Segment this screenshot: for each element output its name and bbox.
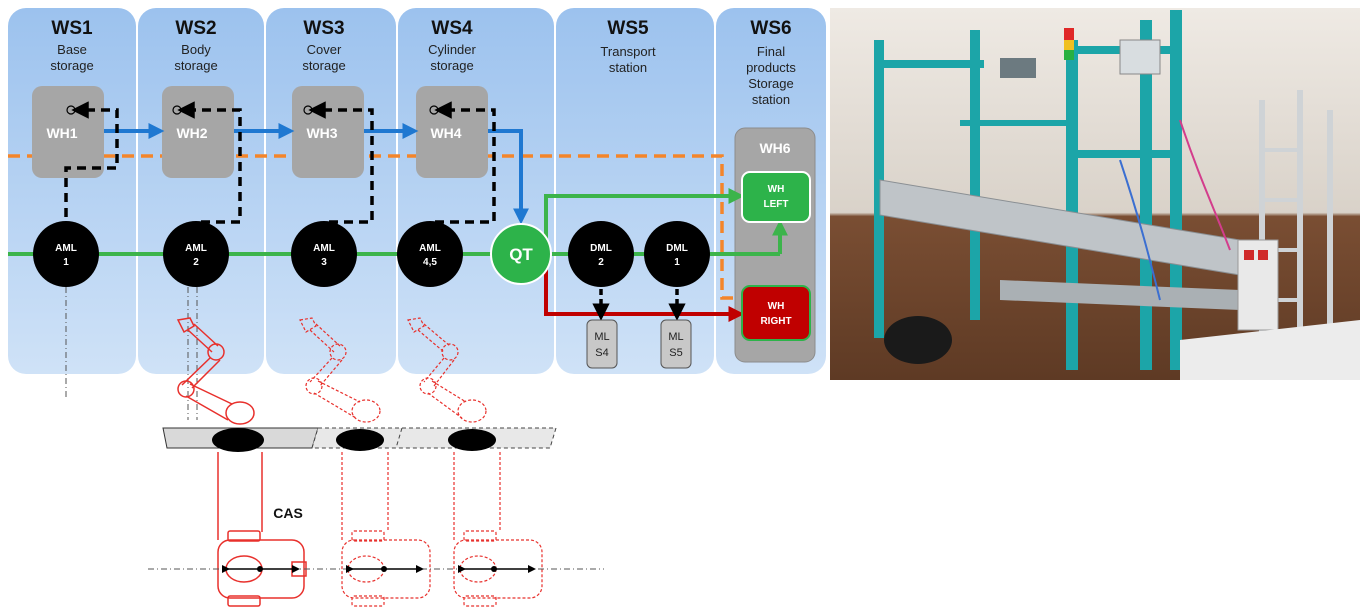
wh6-label: WH6 [759, 140, 790, 156]
ml-s4-box: ML S4 [586, 319, 618, 369]
ws2-panel: WS2 Body storage [138, 8, 264, 374]
aml1-node: AML 1 [33, 221, 99, 287]
wh-left-box: WH LEFT [741, 171, 811, 223]
wh-right-label-line2: RIGHT [760, 316, 791, 327]
qt-label: QT [509, 245, 533, 264]
ws6-subtitle-line2: products [746, 60, 796, 75]
aml1-path [64, 101, 119, 232]
ws6-subtitle-line1: Final [757, 44, 785, 59]
dml2-label-line1: DML [590, 243, 612, 254]
ws6-subtitle-line4: station [752, 92, 790, 107]
ws1-subtitle-line2: storage [50, 58, 93, 73]
aml45-label-line1: AML [419, 243, 441, 254]
aml2-label-line1: AML [185, 243, 207, 254]
ws3-title: WS3 [303, 18, 344, 39]
blue-flow-arrows [104, 123, 529, 225]
aml3-node: AML 3 [291, 221, 357, 287]
qt-node: QT [490, 223, 552, 285]
ml-s4-label-line2: S4 [595, 347, 608, 359]
aml3-label-line1: AML [313, 243, 335, 254]
wh3-label: WH3 [306, 125, 337, 141]
wh-left-label-line2: LEFT [764, 199, 789, 210]
ml-s4-label-line1: ML [594, 331, 609, 343]
production-line-photo [830, 8, 1360, 380]
ws1-panel: WS1 Base storage [8, 8, 136, 374]
wh4-label: WH4 [430, 125, 461, 141]
ws2-subtitle-line2: storage [174, 58, 217, 73]
ws3-subtitle-line1: Cover [307, 42, 342, 57]
dml1-node: DML 1 [644, 221, 710, 287]
aml45-label-line2: 4,5 [423, 257, 437, 268]
ws2-title: WS2 [175, 18, 216, 39]
cas-vehicle-dashed-1 [341, 452, 431, 607]
dml-down-arrows [592, 289, 686, 321]
dml2-node: DML 2 [568, 221, 634, 287]
wh1-box: WH1 [32, 86, 104, 178]
wh2-label: WH2 [176, 125, 207, 141]
wh1-label: WH1 [46, 125, 77, 141]
dml1-label-line2: 1 [674, 257, 680, 268]
ws1-title: WS1 [51, 18, 93, 39]
ws5-title: WS5 [607, 18, 649, 39]
ws1-subtitle-line1: Base [57, 42, 87, 57]
ml-s5-box: ML S5 [660, 319, 692, 369]
wh-right-label-line1: WH [768, 301, 785, 312]
ws4-subtitle-line1: Cylinder [428, 42, 476, 57]
ws3-subtitle-line2: storage [302, 58, 345, 73]
wh4-box: WH4 [416, 86, 488, 178]
aml2-node: AML 2 [163, 221, 229, 287]
ws5-panel: WS5 Transport station [556, 8, 714, 374]
ws4-subtitle-line2: storage [430, 58, 473, 73]
ws6-subtitle-line3: Storage [748, 76, 794, 91]
robot-arm-solid [176, 317, 255, 425]
ws4-panel: WS4 Cylinder storage [398, 8, 554, 374]
ws5-subtitle-line2: station [609, 60, 647, 75]
cas-vehicle-solid [217, 452, 307, 607]
aml2-label-line2: 2 [193, 257, 199, 268]
aml3-label-line2: 3 [321, 257, 327, 268]
ws4-title: WS4 [431, 18, 473, 39]
dashdot-drop-lines [65, 287, 198, 420]
wh2-box: WH2 [162, 86, 234, 178]
dml2-label-line2: 2 [598, 257, 604, 268]
rail-platform [162, 427, 557, 452]
ws5-subtitle-line1: Transport [600, 44, 656, 59]
aml1-label-line1: AML [55, 243, 77, 254]
ws6-title: WS6 [750, 18, 791, 39]
orange-dashed-line [8, 154, 740, 300]
wh-left-label-line1: WH [768, 184, 785, 195]
cas-track [148, 565, 604, 573]
wh3-box: WH3 [292, 86, 364, 178]
robot-arm-dashed-2 [407, 317, 487, 423]
ml-s5-label-line1: ML [668, 331, 683, 343]
cas-label: CAS [273, 505, 303, 521]
ml-s5-label-line2: S5 [669, 347, 682, 359]
aml45-node: AML 4,5 [397, 221, 463, 287]
flow-wh4-qt [488, 129, 529, 225]
aml1-label-line2: 1 [63, 257, 69, 268]
wh-right-box: WH RIGHT [741, 285, 811, 341]
ws2-subtitle-line1: Body [181, 42, 211, 57]
robot-arm-dashed-1 [299, 317, 381, 423]
ws3-panel: WS3 Cover storage [266, 8, 396, 374]
dml1-label-line1: DML [666, 243, 688, 254]
cas-vehicle-dashed-2 [453, 452, 543, 607]
